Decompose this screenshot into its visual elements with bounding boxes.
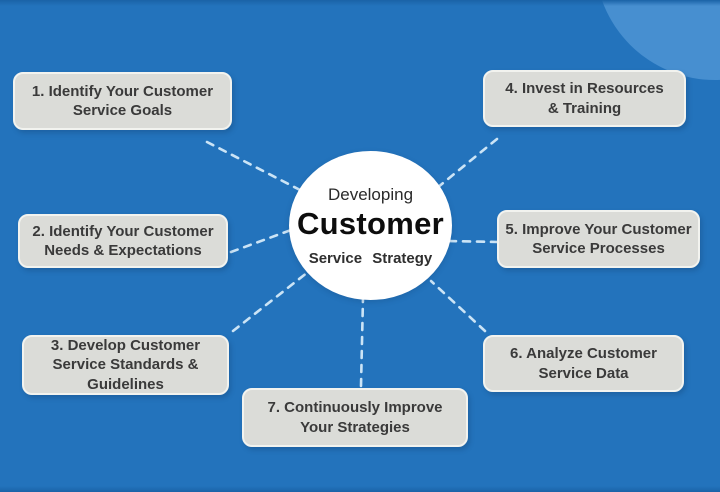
connector-line-2 <box>229 228 293 254</box>
step-box-6-label: 6. Analyze Customer Service Data <box>510 345 657 382</box>
step-box-5-label: 5. Improve Your Customer Service Process… <box>505 220 692 257</box>
step-box-7: 7. Continuously Improve Your Strategies <box>242 388 468 447</box>
step-box-6: 6. Analyze Customer Service Data <box>483 335 684 392</box>
step-box-2-label: 2. Identify Your Customer Needs & Expect… <box>32 222 214 259</box>
connector-line-3 <box>231 270 310 333</box>
connector-line-4 <box>435 137 499 190</box>
connector-line-7 <box>359 296 365 388</box>
top-edge-strip <box>0 0 720 6</box>
step-box-3: 3. Develop Customer Service Standards & … <box>22 335 229 395</box>
step-box-4-label: 4. Invest in Resources & Training <box>505 80 664 117</box>
connector-line-1 <box>205 140 304 193</box>
center-circle: Developing Customer Service Strategy <box>289 151 452 300</box>
step-box-5: 5. Improve Your Customer Service Process… <box>497 210 700 268</box>
connector-line-6 <box>429 279 487 333</box>
connector-line-5 <box>446 239 500 244</box>
step-box-4: 4. Invest in Resources & Training <box>483 70 686 127</box>
step-box-1-label: 1. Identify Your Customer Service Goals <box>31 82 214 119</box>
center-title-line2: Customer <box>296 205 445 241</box>
bottom-edge-strip <box>0 486 720 492</box>
center-title-line1: Developing <box>327 184 414 204</box>
step-box-3-label: 3. Develop Customer Service Standards & … <box>50 337 201 393</box>
center-title-line3: Service Strategy <box>308 249 433 267</box>
step-box-2: 2. Identify Your Customer Needs & Expect… <box>18 214 228 268</box>
step-box-1: 1. Identify Your Customer Service Goals <box>13 72 232 130</box>
step-box-7-label: 7. Continuously Improve Your Strategies <box>267 399 443 436</box>
